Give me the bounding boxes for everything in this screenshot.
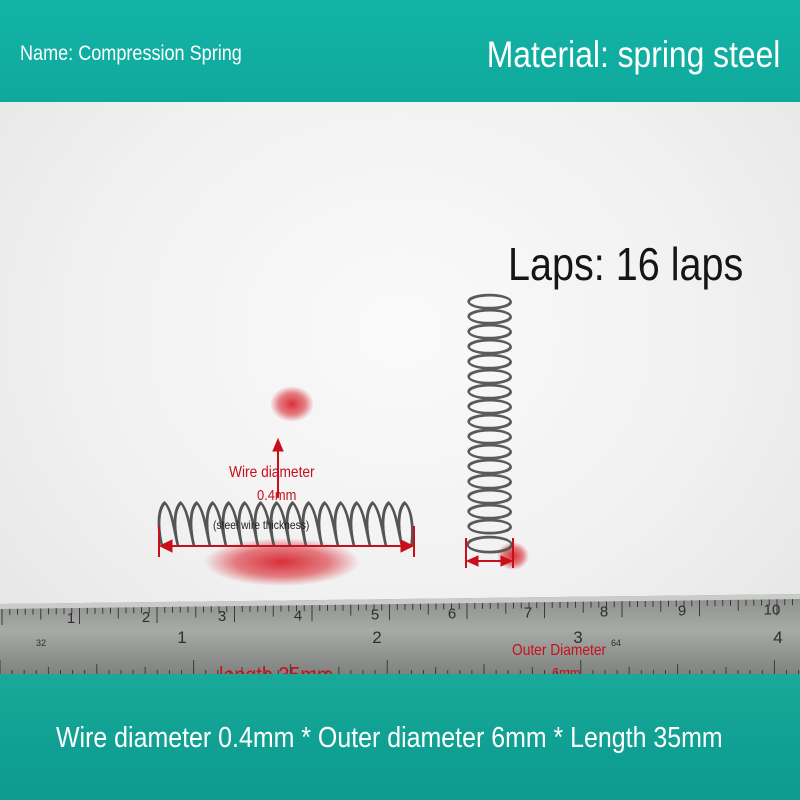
spec-label: Wire diameter 0.4mm * Outer diameter 6mm…	[56, 722, 723, 754]
ruler-bottom-number: 2	[372, 628, 381, 647]
header-bar	[0, 0, 800, 102]
material-label: Material: spring steel	[486, 34, 780, 75]
ruler-top-number: 2	[142, 609, 150, 626]
length-highlight	[204, 538, 360, 586]
horizontal-spring	[157, 501, 414, 547]
ruler-top-number: 5	[371, 606, 379, 623]
ruler-top-number: 9	[678, 602, 686, 619]
ruler-small-mark: 64	[611, 638, 621, 648]
ruler-top-number: 10	[764, 601, 781, 618]
footer-bar	[0, 674, 800, 800]
ruler-top-number: 3	[218, 608, 226, 625]
product-photo: 1 2 3 4 5 6 7 8 9 10 1 2 3 4 32 64 Laps: 16 laps Wire d…	[0, 102, 800, 674]
wire-highlight	[270, 386, 314, 422]
ruler-top-number: 1	[67, 610, 75, 627]
vertical-spring	[466, 293, 513, 554]
ruler-bottom-number: 4	[773, 628, 782, 647]
ruler-small-mark: 32	[36, 638, 46, 648]
outer-diameter-value: 6mm	[552, 665, 581, 674]
ruler-bottom-number: 1	[177, 628, 186, 647]
wire-diameter-arrow	[272, 437, 284, 498]
ruler-top-number: 8	[600, 603, 608, 620]
length-label: length 35mm	[219, 662, 333, 674]
ruler-top-number: 7	[524, 604, 532, 621]
ruler-top-number: 6	[448, 605, 456, 622]
wire-diameter-value: 0.4mm	[257, 487, 297, 504]
length-arrow	[158, 526, 415, 557]
wire-diameter-title: Wire diameter	[229, 464, 315, 481]
wire-diameter-note: (steel wire thickness)	[213, 518, 310, 532]
outer-diameter-arrow	[465, 538, 514, 568]
laps-label: Laps: 16 laps	[508, 238, 744, 290]
ruler-bottom-number: 3	[573, 628, 582, 647]
spring-scene: 1 2 3 4 5 6 7 8 9 10 1 2 3 4 32 64	[0, 293, 800, 674]
ruler-top-number: 4	[294, 607, 302, 624]
steel-ruler: 1 2 3 4 5 6 7 8 9 10 1 2 3 4 32 64	[0, 594, 800, 674]
product-name-label: Name: Compression Spring	[20, 42, 242, 65]
outer-diameter-title: Outer Diameter	[512, 642, 607, 659]
